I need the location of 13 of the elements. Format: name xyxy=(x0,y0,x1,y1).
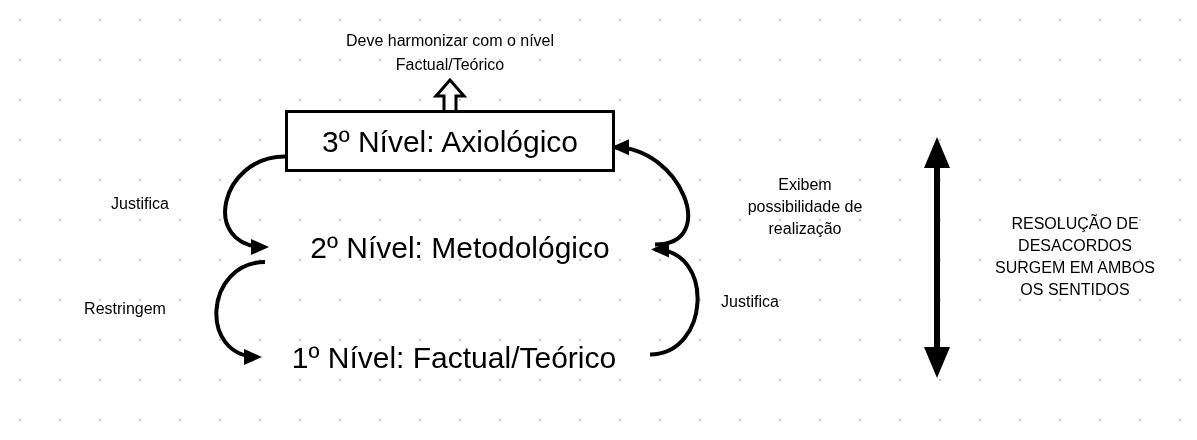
curved-arrow xyxy=(214,260,266,363)
edge-label: Restringem xyxy=(83,299,167,319)
hollow-arrow xyxy=(432,77,468,112)
edge-label: Justifica xyxy=(720,292,780,312)
edge-label: Exibem possibilidade de realização xyxy=(746,175,864,239)
edge-label: Justifica xyxy=(110,194,170,214)
note-text: RESOLUÇÃO DE DESACORDOS SURGEM EM AMBOS OS SENTIDOS xyxy=(994,213,1156,300)
level-box: 3º Nível: Axiológico xyxy=(285,110,615,172)
level-text: 2º Nível: Metodológico xyxy=(265,222,655,272)
curved-arrow xyxy=(223,154,286,254)
curved-arrow xyxy=(649,243,700,357)
level-text: 1º Nível: Factual/Teórico xyxy=(258,332,650,382)
note-text: Deve harmonizar com o nível Factual/Teórico xyxy=(340,26,560,80)
